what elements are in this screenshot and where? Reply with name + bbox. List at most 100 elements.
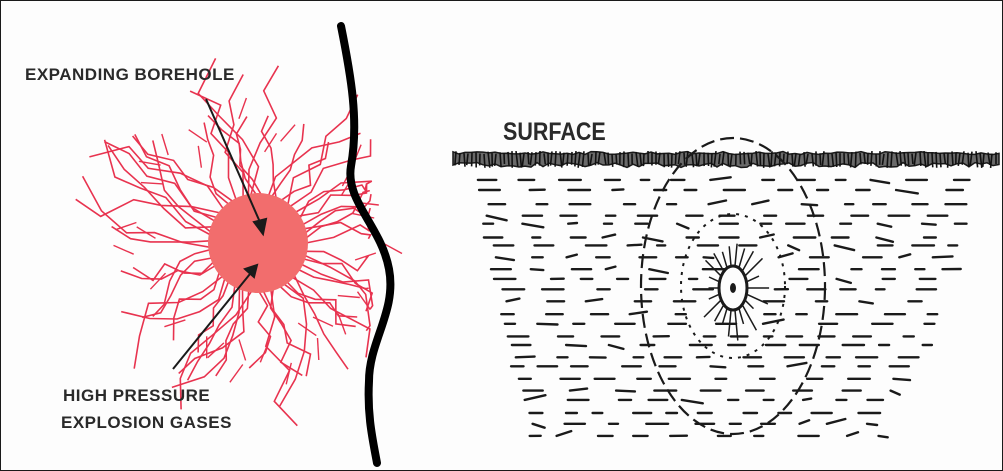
crack-branch [198,146,201,168]
strata-dash [899,254,910,257]
strata-dash [568,223,577,224]
strata-dash [933,256,953,257]
surface-hatch [936,152,937,168]
strata-dash [616,391,635,392]
strata-dash [922,224,936,225]
strata-dash [835,245,854,250]
surface-hatch [708,153,709,166]
surface-hatch [484,154,485,168]
strata-dash [803,399,811,400]
strata-dash [763,320,784,324]
surface-hatch [848,154,849,165]
strata-dash [891,391,900,395]
strata-dash [704,257,714,258]
surface-hatch [628,153,629,167]
surface-hatch [968,153,969,168]
surface-hatch [912,154,913,164]
surface-label: SURFACE [503,118,606,147]
crack-line [249,291,270,368]
crack-line [133,262,214,281]
strata-dash [859,301,872,303]
charge-crack [745,300,753,308]
surface-hatch [940,153,941,167]
charge-crack [742,251,753,271]
strata-dash [557,431,572,436]
strata-dash [710,177,730,180]
surface-hatch [567,153,568,166]
surface-hatch [952,151,953,165]
high-pressure-label: HIGH PRESSURE [63,386,210,406]
expanding-borehole-label: EXPANDING BOREHOLE [25,65,235,85]
surface-hatch [643,153,644,166]
charge-crack [742,305,756,330]
surface-hatch [871,151,872,166]
crack-branch [189,130,207,142]
strata-dash [570,389,587,391]
crack-branch [208,343,224,358]
strata-dash [867,424,877,425]
surface-hatch [711,153,712,167]
crack-branch [162,134,168,155]
strata-dash [837,279,851,283]
strata-dash [879,436,888,437]
surface-hatch [751,154,752,167]
strata-dash [525,395,546,400]
surface-hatch [595,151,596,165]
charge-crack [747,276,759,282]
charge-crack [722,309,727,325]
strata-dash [711,366,726,367]
crack-line [121,278,225,319]
strata-dash [487,216,507,221]
crack-branch [239,98,247,119]
charge-crack [729,246,731,265]
crack-branch [313,317,333,326]
crack-branch [338,296,360,298]
surface-hatch [588,153,589,166]
strata-dash [533,424,545,428]
crack-branch [150,273,165,289]
strata-dash [612,189,623,190]
crack-branch [114,245,134,254]
surface-hatch [464,153,465,167]
surface-hatch [616,154,617,165]
charge-crack [715,305,724,321]
strata-dash [876,238,893,242]
strata-dash [788,363,807,366]
strata-dashes [478,177,970,437]
surface-hatch [828,154,829,167]
crack-branch [318,338,319,360]
surface-hatch [792,154,793,167]
free-face-line [341,26,390,463]
surface-hatch [684,153,685,165]
surface-hatch [932,153,933,168]
strata-dash [847,432,858,436]
strata-dash [752,201,768,205]
surface-hatch [675,152,676,164]
surface-hatch [500,152,501,167]
surface-hatch [908,153,909,165]
crack-line [280,286,358,317]
crack-line [287,282,356,327]
surface-hatch [612,154,613,167]
surface-hatch [696,154,697,166]
surface-hatch [744,152,745,164]
strata-dash [827,419,845,424]
strata-dash [496,257,514,260]
strata-dash [567,255,577,258]
strata-dash [522,224,543,228]
strata-dash [609,345,624,349]
crack-line [174,272,220,341]
strata-dash [586,299,602,301]
surface-hatch [668,154,669,167]
surface-hatch [528,152,529,164]
crack-branch [141,183,163,184]
surface-hatch [508,152,509,166]
crack-line [121,266,216,280]
crack-branch [164,320,185,327]
strata-dash [516,357,535,358]
crack-line [105,140,211,235]
strata-dash [630,312,647,315]
strata-dash [628,245,642,246]
charge-crack [722,252,727,268]
surface-hatch [891,151,892,167]
